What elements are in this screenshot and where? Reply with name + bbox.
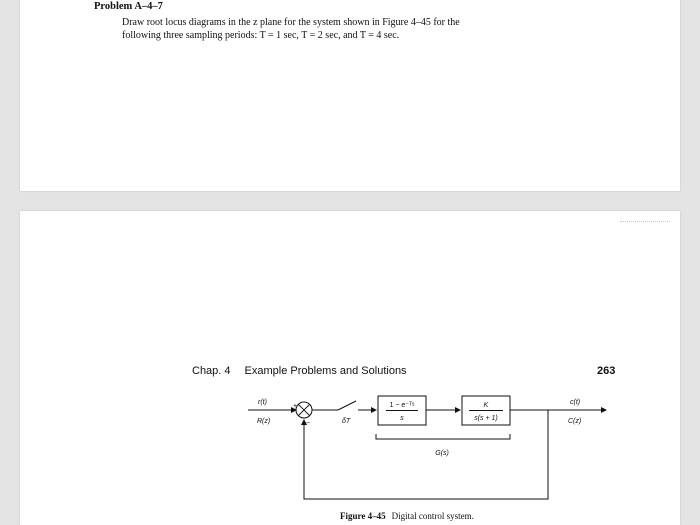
section-title: Example Problems and Solutions bbox=[244, 365, 407, 377]
plant-numerator: K bbox=[484, 402, 489, 409]
input-z-label: R(z) bbox=[257, 418, 270, 425]
block-diagram: r(t) R(z) + − δT 1 − e⁻ᵀˢ s K s(s + 1) G… bbox=[248, 395, 607, 500]
problem-line-2: following three sampling periods: T = 1 … bbox=[122, 29, 400, 41]
input-time-label: r(t) bbox=[258, 399, 267, 406]
sum-minus: − bbox=[306, 420, 310, 427]
figure-number: Figure 4–45 bbox=[340, 511, 386, 521]
feedback-path bbox=[301, 410, 549, 500]
sampler-switch bbox=[337, 400, 357, 411]
zoh-numerator: 1 − e⁻ᵀˢ bbox=[390, 402, 415, 409]
output-time-label: c(t) bbox=[570, 399, 580, 406]
page-header: Chap. 4 Example Problems and Solutions bbox=[192, 365, 407, 377]
page-top: Problem A–4–7 Draw root locus diagrams i… bbox=[20, 0, 680, 191]
page-bottom: Chap. 4 Example Problems and Solutions 26… bbox=[20, 211, 680, 525]
faint-mark bbox=[620, 221, 670, 223]
figure-caption-text: Digital control system. bbox=[391, 511, 474, 521]
problem-line-1: Draw root locus diagrams in the z plane … bbox=[122, 17, 460, 28]
problem-title: Problem A–4–7 bbox=[94, 1, 163, 12]
plant-denominator: s(s + 1) bbox=[474, 415, 498, 422]
chapter-label: Chap. 4 bbox=[192, 365, 231, 377]
gs-bracket bbox=[375, 434, 511, 440]
figure-caption: Figure 4–45 Digital control system. bbox=[340, 511, 474, 521]
sum-plus: + bbox=[293, 403, 297, 410]
zoh-denominator: s bbox=[400, 415, 404, 422]
problem-statement: Draw root locus diagrams in the z plane … bbox=[122, 17, 542, 42]
group-label: G(s) bbox=[435, 450, 449, 457]
output-z-label: C(z) bbox=[568, 418, 581, 425]
sampler-label: δT bbox=[342, 418, 351, 425]
page-number: 263 bbox=[597, 365, 616, 377]
